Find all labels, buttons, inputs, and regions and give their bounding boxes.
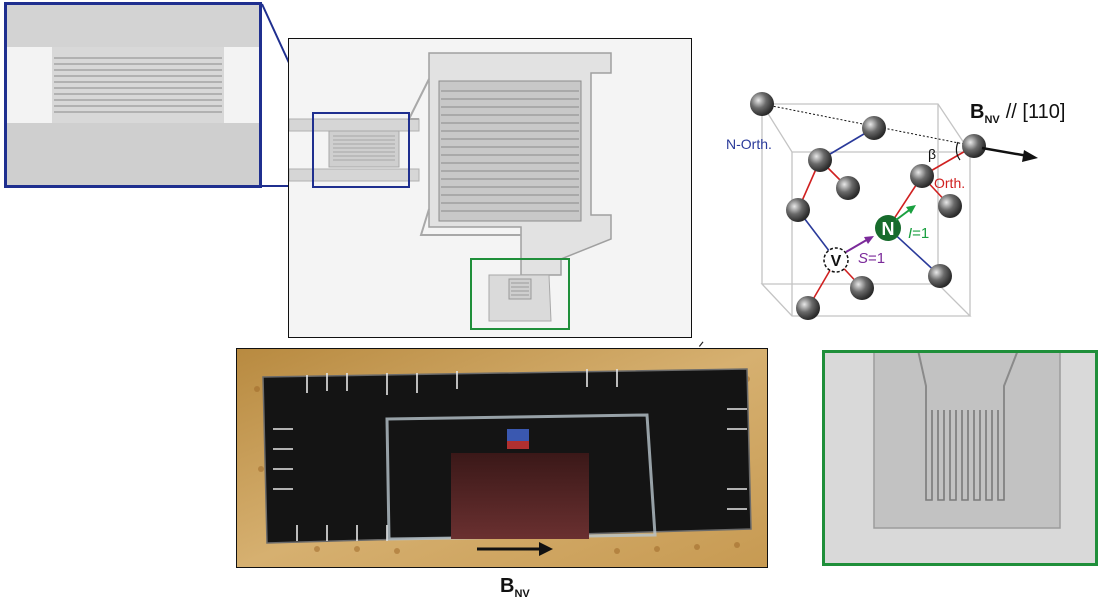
orth-label: Orth.	[934, 175, 965, 191]
carbon-atoms	[750, 92, 986, 320]
bnv-direction-label: BNV// [110]	[970, 101, 1065, 126]
nv-lattice-diagram: V N β N-Orth. Orth. I=1 S=1 BNV// [110]	[700, 80, 1092, 330]
svg-text:BNV: BNV	[500, 575, 530, 600]
nuclear-spin-arrow-icon	[906, 205, 916, 214]
nitrogen-atom	[875, 215, 901, 241]
green-zoom-inset	[822, 350, 1098, 566]
chip-photograph	[236, 348, 768, 568]
electron-spin-arrow-icon	[864, 236, 874, 244]
nuclear-spin-label: I=1	[908, 225, 929, 242]
photo-field-label: BNV	[470, 568, 570, 604]
electron-spin-label: S=1	[858, 250, 885, 267]
inset-electrode-lines	[54, 57, 222, 113]
field-direction-arrow-icon	[1022, 150, 1038, 162]
angle-beta-label: β	[928, 146, 936, 162]
blue-zoom-inset	[4, 2, 262, 188]
chip-field-arrow-icon	[539, 542, 553, 556]
nitrogen-label: N	[882, 219, 895, 239]
electrode-micrograph	[288, 38, 692, 338]
n-orth-label: N-Orth.	[726, 136, 772, 152]
vacancy-site	[823, 247, 849, 273]
vacancy-label: V	[831, 253, 842, 270]
comb-fingers	[925, 410, 1005, 501]
